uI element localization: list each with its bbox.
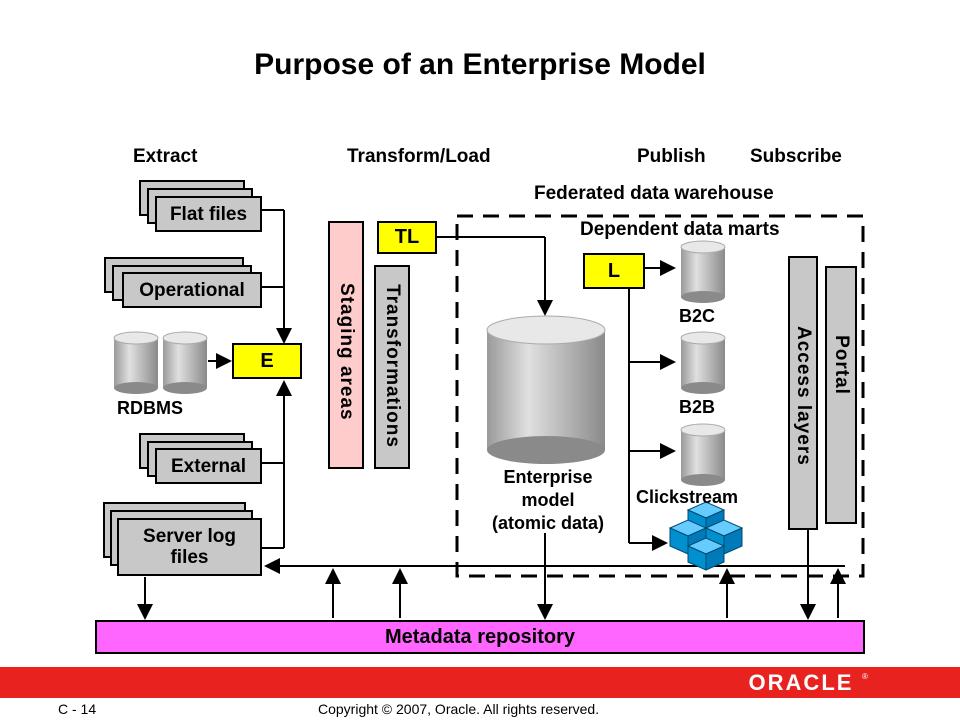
- b2c-label: B2C: [679, 306, 716, 326]
- clickstream-cylinder-icon: [680, 423, 726, 486]
- source-operational: Operational: [122, 272, 262, 308]
- staging-areas-label: Staging areas: [336, 283, 357, 421]
- federated-warehouse-boundary: [455, 214, 865, 578]
- server-log-line2: files: [170, 547, 209, 568]
- federated-warehouse-label: Federated data warehouse: [534, 183, 774, 204]
- header-transform-load: Transform/Load: [347, 146, 491, 167]
- oracle-logo: ORACLE: [748, 669, 854, 695]
- header-publish: Publish: [637, 146, 706, 167]
- footer-bar: [0, 667, 960, 698]
- page-number: C - 14: [58, 701, 97, 717]
- clickstream-label: Clickstream: [636, 487, 739, 507]
- rdbms-cylinder-icon: [162, 331, 208, 394]
- b2b-label: B2B: [679, 397, 716, 417]
- header-extract: Extract: [133, 146, 198, 167]
- source-server-log-files: Server log files: [117, 518, 262, 576]
- staging-areas-box: Staging areas: [328, 221, 364, 469]
- dependent-data-marts-label: Dependent data marts: [580, 219, 780, 240]
- rdbms-cylinder-icon: [113, 331, 159, 394]
- load-process-box: L: [583, 253, 645, 289]
- header-subscribe: Subscribe: [750, 146, 842, 167]
- enterprise-label-line1: Enterprise: [503, 467, 593, 487]
- b2c-cylinder-icon: [680, 240, 726, 303]
- oracle-registered-mark: ®: [862, 672, 868, 681]
- source-rdbms-label: RDBMS: [117, 398, 183, 418]
- b2b-cylinder-icon: [680, 331, 726, 394]
- source-external: External: [155, 448, 262, 484]
- page-title: Purpose of an Enterprise Model: [254, 48, 706, 81]
- access-layers-label: Access layers: [793, 326, 814, 466]
- access-layers-box: Access layers: [788, 256, 818, 530]
- copyright-notice: Copyright © 2007, Oracle. All rights res…: [318, 701, 600, 717]
- transformations-box: Transformations: [374, 265, 410, 469]
- transform-load-process-box: TL: [377, 221, 437, 254]
- portal-box: Portal: [825, 266, 857, 524]
- source-flat-files: Flat files: [155, 196, 262, 232]
- enterprise-label-line2: model: [521, 490, 575, 510]
- metadata-repository-bar: Metadata repository: [95, 620, 865, 654]
- transformations-label: Transformations: [382, 284, 403, 448]
- enterprise-model-label: Enterprise model (atomic data): [466, 466, 630, 535]
- enterprise-label-line3: (atomic data): [491, 513, 605, 533]
- olap-cube-icon: [668, 501, 744, 571]
- server-log-line1: Server log: [143, 526, 236, 547]
- portal-label: Portal: [831, 335, 852, 395]
- enterprise-model-cylinder-icon: [486, 315, 606, 464]
- extract-process-box: E: [232, 343, 302, 379]
